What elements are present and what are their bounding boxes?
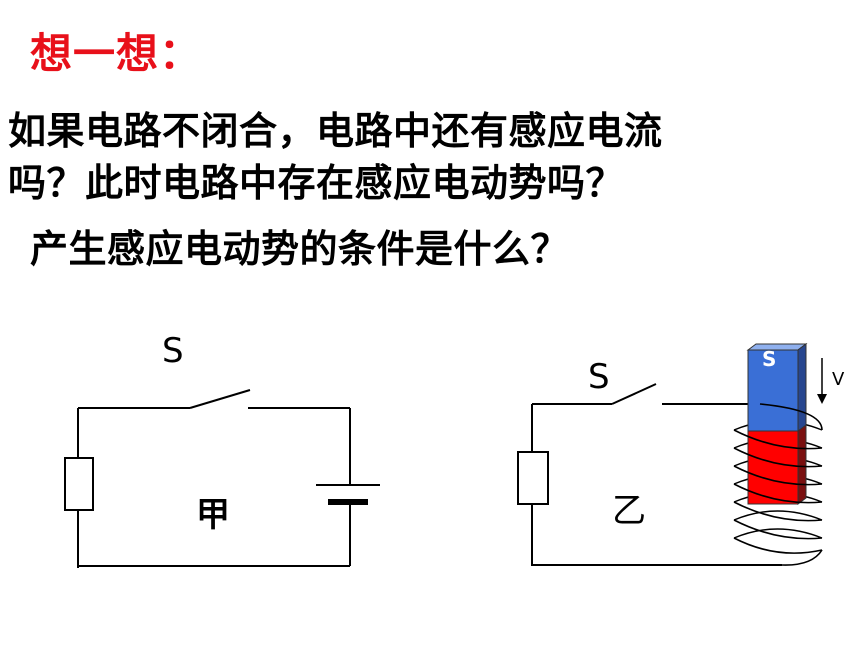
resistor-b	[517, 451, 549, 505]
magnet-n-pole	[747, 430, 799, 505]
magnet-s-pole	[747, 349, 799, 432]
velocity-label: V	[832, 369, 845, 390]
switch-blade	[189, 389, 251, 409]
circuit-b	[517, 383, 782, 566]
magnet-pole-label: S	[762, 347, 776, 371]
question-line-2: 吗？此时电路中存在感应电动势吗？	[8, 161, 625, 205]
question-line-3: 产生感应电动势的条件是什么？	[30, 227, 570, 271]
switch-blade-b	[611, 383, 657, 405]
circuit-name-b: 乙	[612, 491, 646, 531]
circuit-name-a: 甲	[196, 495, 230, 535]
coil-front	[733, 403, 823, 566]
resistor	[64, 457, 94, 511]
question-line-1: 如果电路不闭合，电路中还有感应电流	[8, 109, 663, 153]
bar-magnet	[746, 343, 808, 505]
heading: 想一想：	[30, 29, 203, 78]
circuit-a	[64, 389, 380, 568]
switch-label-b: S	[588, 357, 610, 397]
velocity-arrow	[817, 358, 827, 404]
switch-label-a: S	[162, 331, 184, 371]
